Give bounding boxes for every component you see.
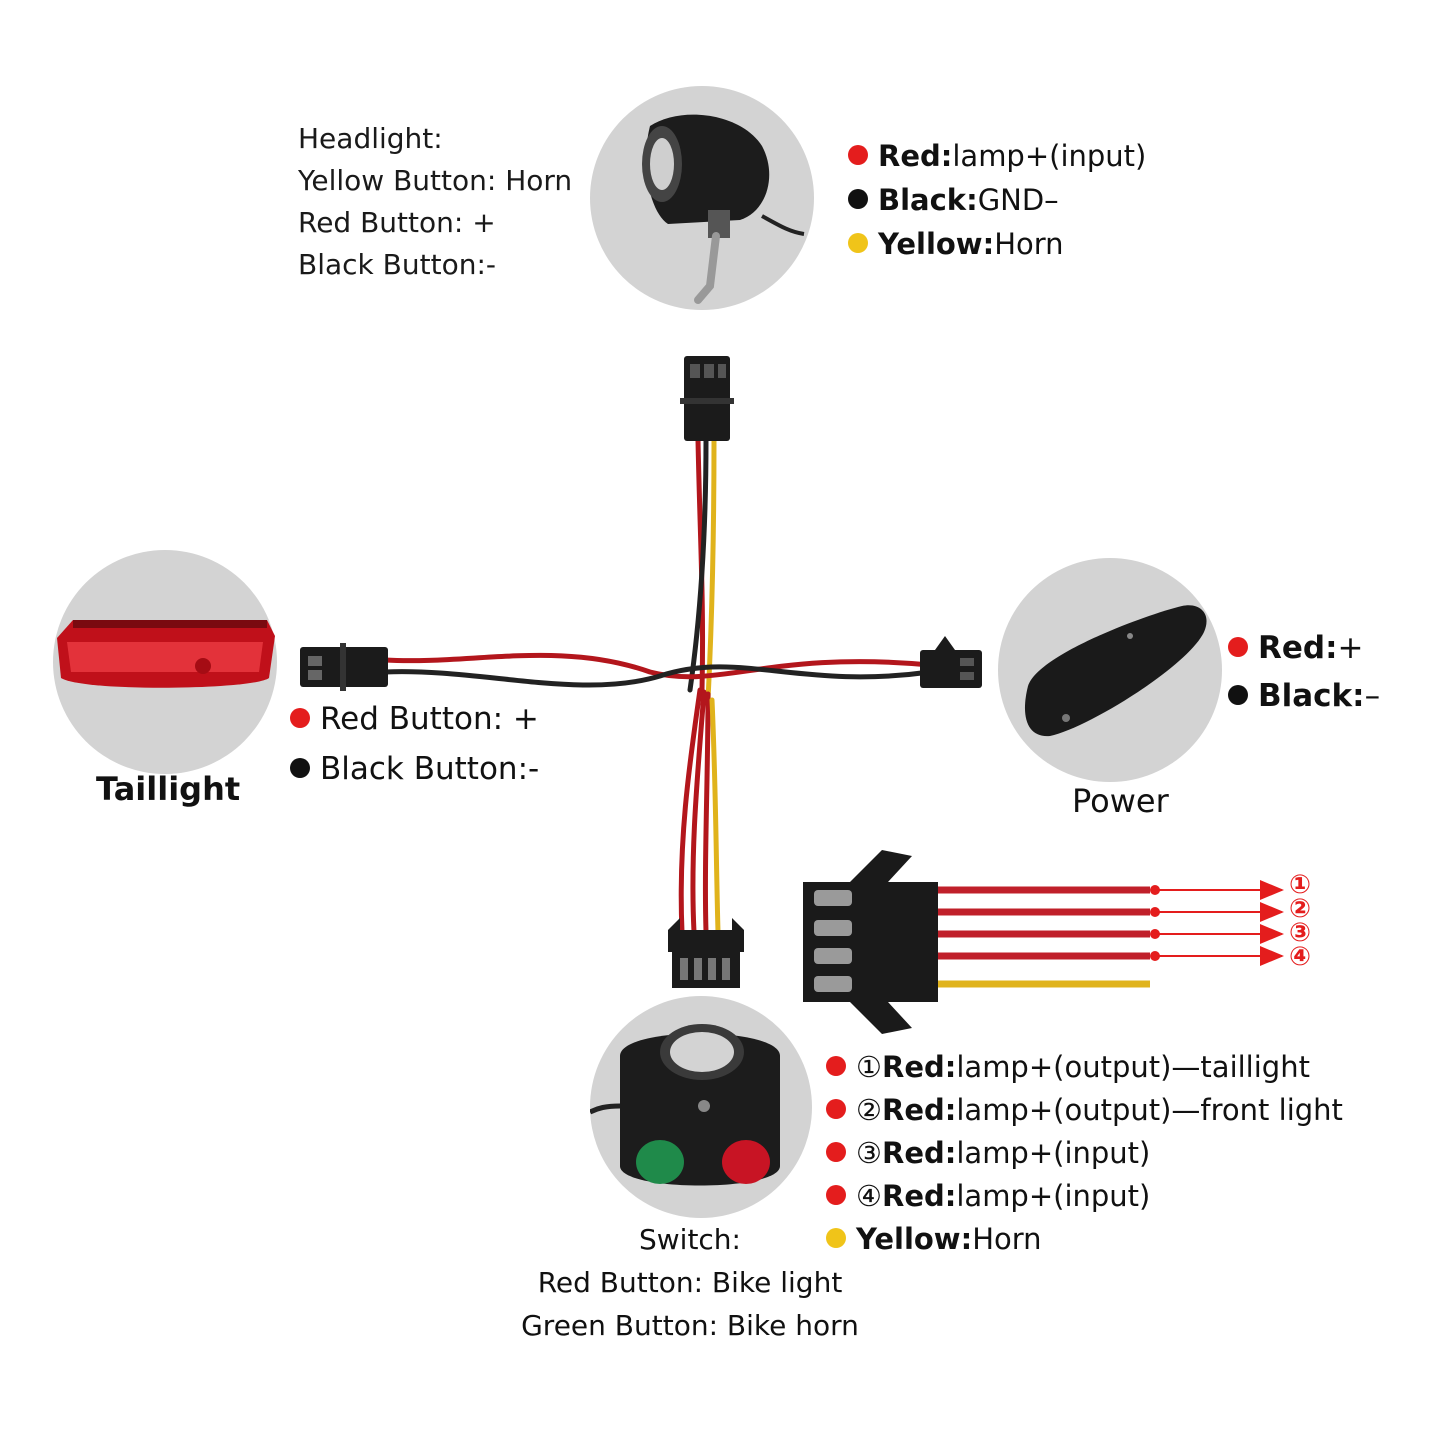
wire-bundle-horizontal (382, 652, 933, 688)
switch-legend: ①Red:lamp+(output)—taillight ②Red:lamp+(… (826, 1046, 1343, 1261)
red-dot-icon (826, 1099, 846, 1119)
pin-label-3: ③ (1289, 918, 1312, 948)
power-caption: Power (1072, 782, 1169, 820)
switch-legend-3: ③Red:lamp+(input) (826, 1132, 1343, 1175)
headlight-legend-red: Red:lamp+(input) (848, 134, 1146, 178)
black-dot-icon (848, 189, 868, 209)
power-legend-red: Red:+ (1228, 624, 1380, 672)
taillight-legend-black: Black Button:- (290, 744, 539, 794)
red-dot-icon (826, 1056, 846, 1076)
red-dot-icon (848, 145, 868, 165)
red-dot-icon (1228, 636, 1248, 657)
power-legend-black: Black:– (1228, 672, 1380, 720)
headlight-info-title: Headlight: (298, 122, 443, 155)
headlight-info-black: Black Button:- (298, 248, 496, 281)
switch-legend-4: ④Red:lamp+(input) (826, 1175, 1343, 1218)
black-dot-icon (290, 757, 310, 778)
taillight-caption: Taillight (96, 770, 241, 808)
headlight-photo (590, 86, 814, 310)
switch-legend-yellow: Yellow:Horn (826, 1218, 1343, 1261)
switch-info-red: Red Button: Bike light (537, 1266, 843, 1299)
switch-icon (590, 1024, 780, 1186)
switch-info-title: Switch: (638, 1223, 741, 1256)
switch-info: Switch: Red Button: Bike light Green But… (518, 1218, 862, 1347)
pin-label-1: ① (1289, 870, 1312, 900)
headlight-legend-yellow: Yellow:Horn (848, 222, 1146, 266)
red-dot-icon (290, 707, 310, 728)
taillight-legend: Red Button: + Black Button:- (290, 694, 539, 794)
wire-bundle-top (687, 437, 717, 703)
switch-info-green: Green Button: Bike horn (521, 1309, 859, 1342)
taillight-legend-red: Red Button: + (290, 694, 539, 744)
power-legend: Red:+ Black:– (1228, 624, 1380, 720)
wire-bundle-bottom (678, 687, 721, 935)
headlight-info: Headlight: Yellow Button: Horn Red Butto… (298, 118, 572, 286)
pin-label-4: ④ (1289, 942, 1312, 972)
yellow-dot-icon (826, 1228, 846, 1248)
power-photo (998, 558, 1222, 782)
connector-right (920, 636, 982, 688)
switch-photo (590, 996, 812, 1218)
red-dot-icon (826, 1185, 846, 1205)
headlight-legend: Red:lamp+(input) Black:GND– Yellow:Horn (848, 134, 1146, 266)
headlight-info-yellow: Yellow Button: Horn (298, 164, 573, 197)
headlight-info-red: Red Button: + (298, 206, 496, 239)
connector-detail (803, 850, 1284, 1034)
pin-label-2: ② (1289, 894, 1312, 924)
taillight-photo (53, 550, 277, 774)
yellow-dot-icon (848, 233, 868, 253)
connector-top (680, 356, 734, 441)
headlight-legend-black: Black:GND– (848, 178, 1146, 222)
switch-legend-2: ②Red:lamp+(output)—front light (826, 1089, 1343, 1132)
connector-bottom (668, 918, 744, 988)
red-dot-icon (826, 1142, 846, 1162)
taillight-icon (57, 620, 275, 688)
headlight-icon (642, 114, 805, 304)
battery-icon (1024, 605, 1207, 737)
switch-legend-1: ①Red:lamp+(output)—taillight (826, 1046, 1343, 1089)
black-dot-icon (1228, 684, 1248, 705)
connector-left (300, 643, 388, 691)
